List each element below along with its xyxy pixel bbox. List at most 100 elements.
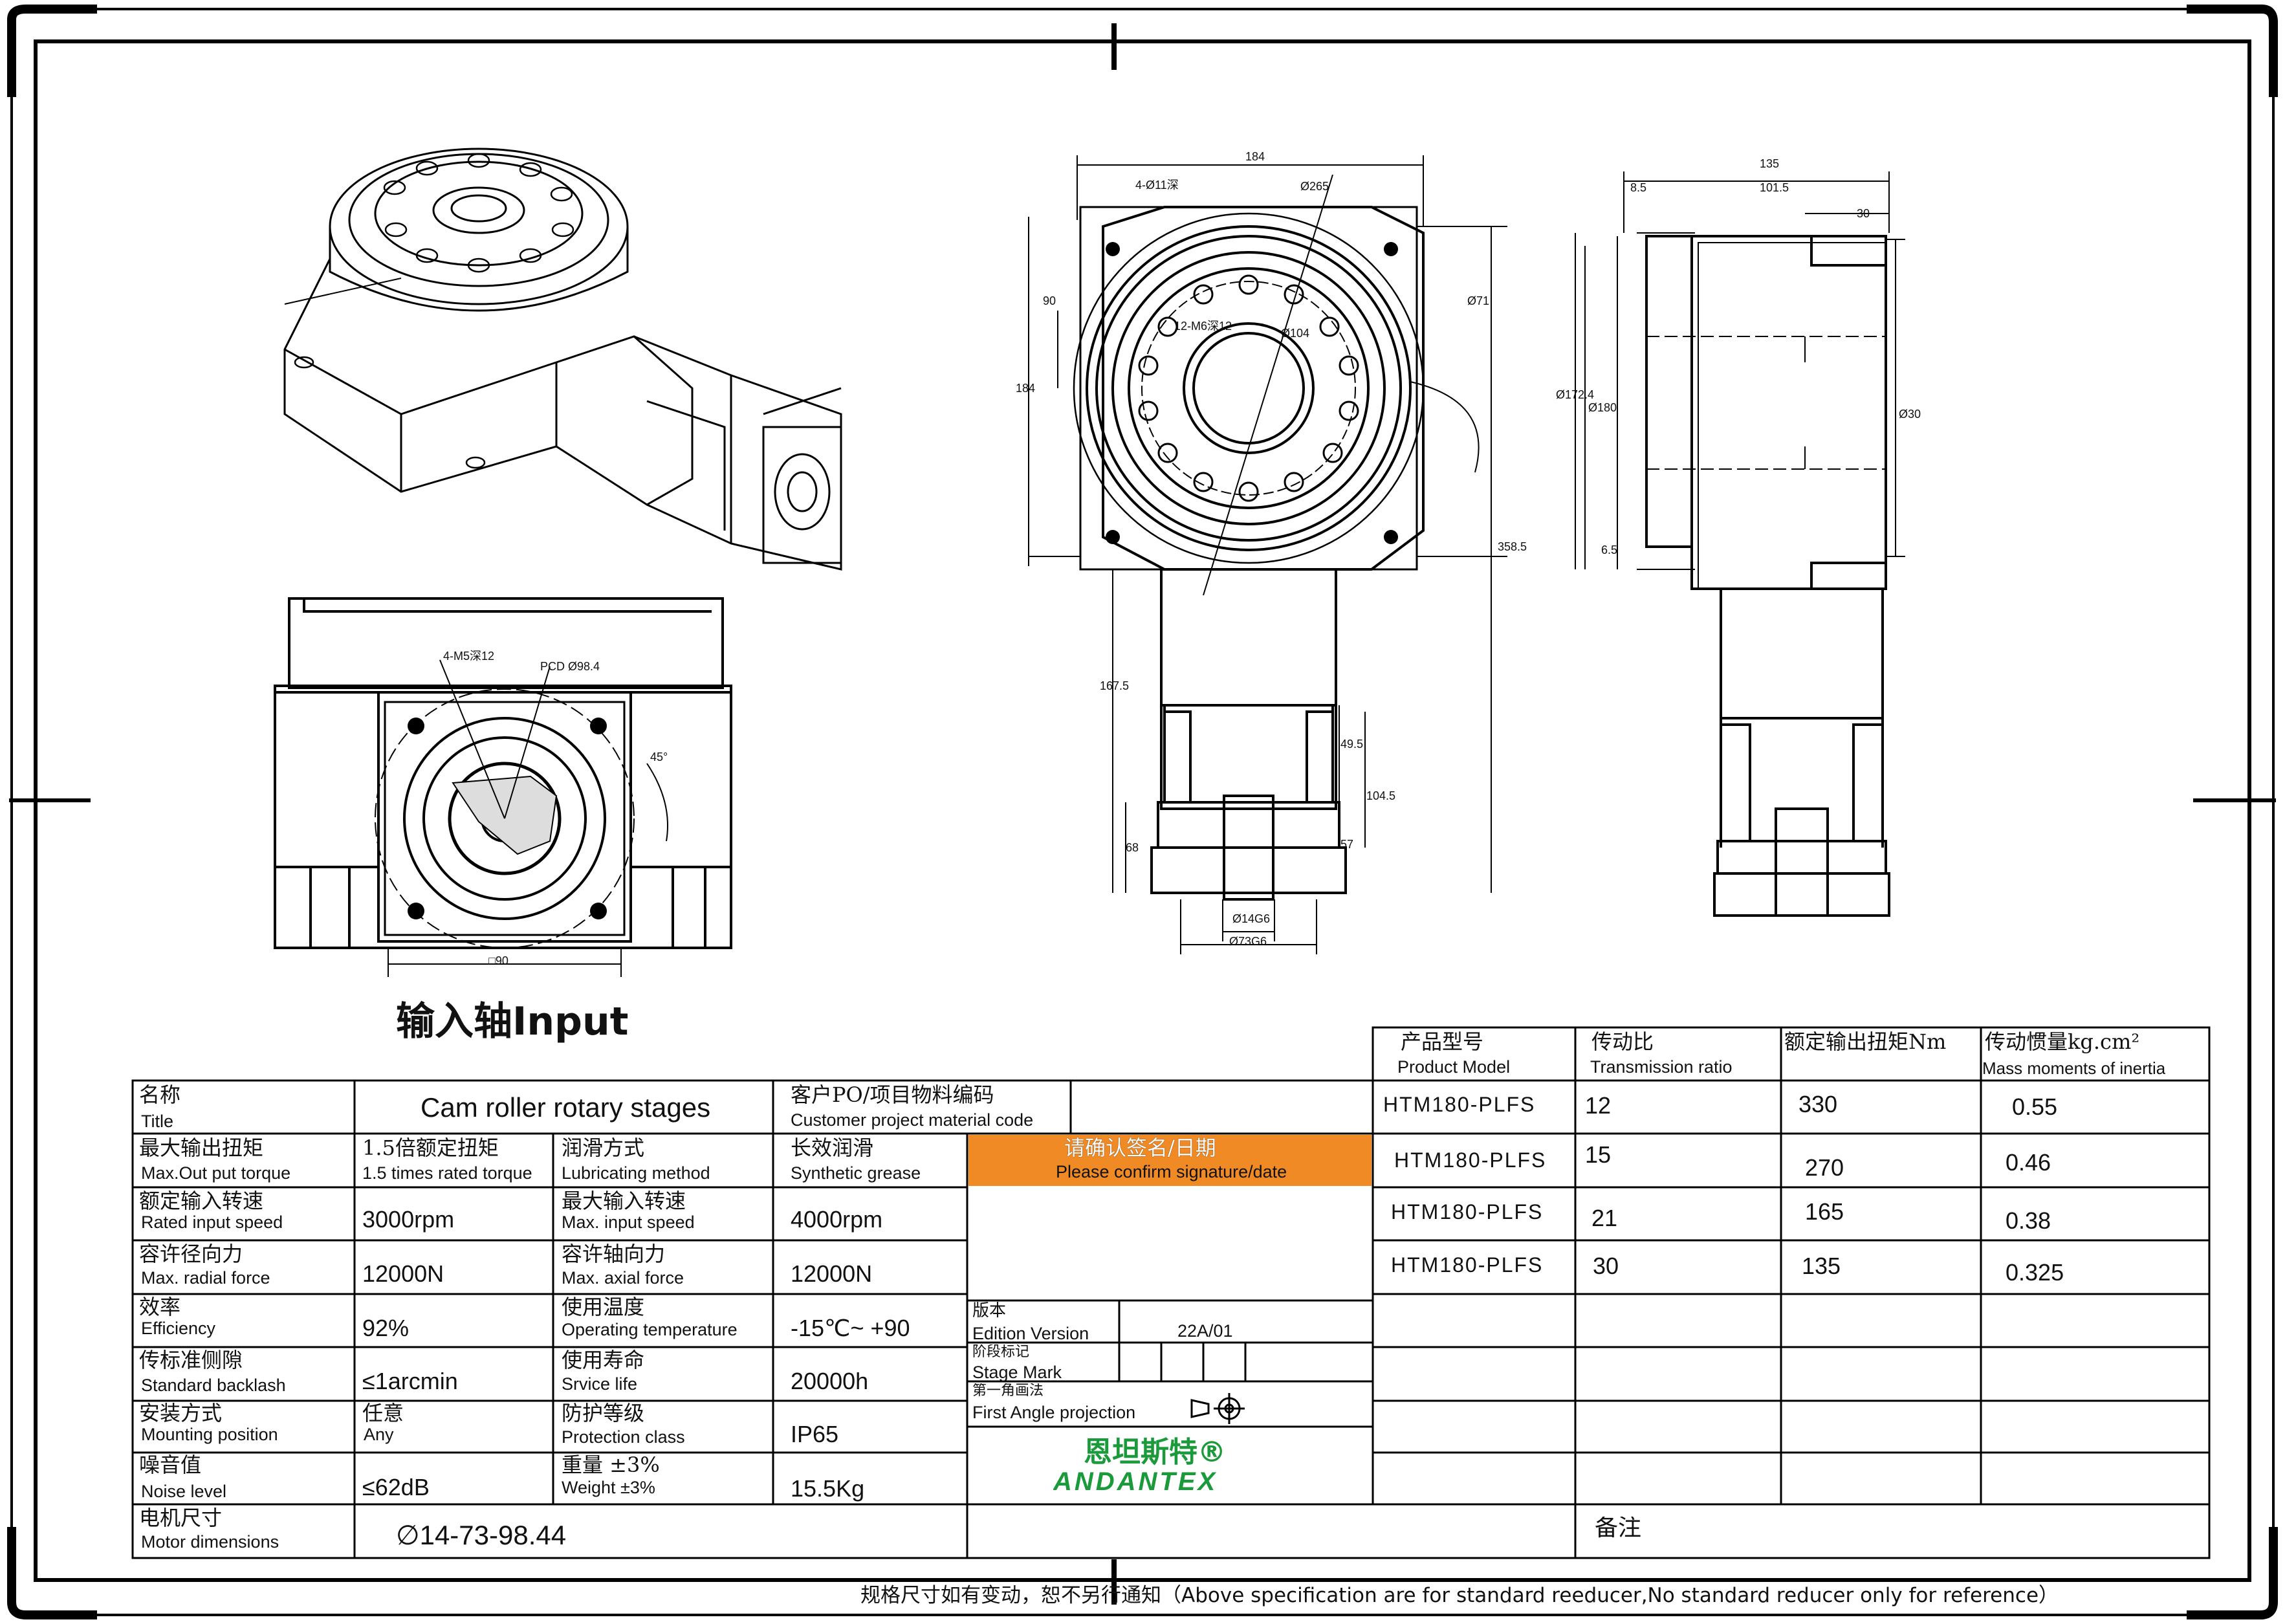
model-row-4: HTM180-PLFS xyxy=(1391,1255,1544,1275)
lubricating-val-en: Synthetic grease xyxy=(791,1163,921,1183)
service-life-val: 20000h xyxy=(791,1368,869,1394)
weight-en: Weight ±3% xyxy=(562,1478,655,1497)
dim-side-f: Ø180 xyxy=(1588,401,1617,414)
max-torque-val-en: 1.5 times rated torque xyxy=(362,1163,532,1183)
confirm-signature-box xyxy=(968,1135,1372,1186)
po-en: Customer project material code xyxy=(791,1110,1034,1130)
max-speed-en: Max. input speed xyxy=(562,1213,695,1232)
backlash-val: ≤1arcmin xyxy=(362,1368,458,1394)
inertia-row-2: 0.46 xyxy=(2006,1149,2051,1176)
dim-front-h1: 90 xyxy=(1043,294,1056,307)
service-life-zh: 使用寿命 xyxy=(562,1348,645,1372)
lubricating-en: Lubricating method xyxy=(562,1163,710,1183)
weight-val: 15.5Kg xyxy=(791,1475,865,1502)
protection-zh: 防护等级 xyxy=(562,1401,645,1425)
motor-zh: 电机尺寸 xyxy=(139,1506,223,1530)
version-en: Edition Version xyxy=(972,1324,1089,1343)
efficiency-en: Efficiency xyxy=(141,1319,216,1338)
hdr-model-en: Product Model xyxy=(1397,1057,1511,1077)
temperature-zh: 使用温度 xyxy=(562,1295,645,1319)
hdr-inertia-zh: 传动惯量kg.cm² xyxy=(1985,1030,2140,1053)
dim-front-d2: Ø73G6 xyxy=(1229,935,1267,948)
remark-label: 备注 xyxy=(1595,1517,1642,1540)
dim-angle: 45° xyxy=(650,751,668,763)
dim-front-ring: Ø265 xyxy=(1300,180,1329,193)
mounting-val-en: Any xyxy=(364,1425,394,1444)
radial-force-zh: 容许径向力 xyxy=(139,1242,243,1266)
dim-front-d1: Ø14G6 xyxy=(1232,912,1271,925)
ratio-row-4: 30 xyxy=(1593,1253,1619,1279)
efficiency-zh: 效率 xyxy=(139,1295,181,1319)
footer-note: 规格尺寸如有变动，恕不另行通知（Above specification are … xyxy=(860,1584,2059,1607)
dim-side-b: 101.5 xyxy=(1760,181,1789,194)
inertia-row-3: 0.38 xyxy=(2006,1207,2051,1234)
title-zh: 名称 xyxy=(139,1083,181,1106)
motor-val: ∅14-73-98.44 xyxy=(396,1520,567,1550)
service-life-en: Srvice life xyxy=(562,1374,638,1394)
title-value: Cam roller rotary stages xyxy=(421,1092,711,1123)
max-speed-zh: 最大输入转速 xyxy=(562,1189,686,1213)
version-val: 22A/01 xyxy=(1177,1321,1233,1341)
noise-zh: 噪音值 xyxy=(139,1453,202,1476)
inertia-row-4: 0.325 xyxy=(2006,1259,2064,1286)
dim-pcd: PCD Ø98.4 xyxy=(540,660,600,673)
torque-row-3: 165 xyxy=(1805,1198,1844,1225)
max-torque-zh: 最大输出扭矩 xyxy=(139,1136,264,1159)
axial-force-zh: 容许轴向力 xyxy=(562,1242,666,1266)
weight-zh: 重量 ±3% xyxy=(562,1453,660,1476)
drawing-caption: 输入轴Input xyxy=(396,999,629,1044)
model-row-2: HTM180-PLFS xyxy=(1394,1150,1547,1170)
temperature-val: -15℃~ +90 xyxy=(791,1315,910,1341)
dim-front-l1: 167.5 xyxy=(1100,679,1130,692)
dim-side-h: Ø30 xyxy=(1899,408,1921,421)
dim-front-l2: 49.5 xyxy=(1340,738,1364,751)
hdr-torque-zh: 额定输出扭矩Nm xyxy=(1784,1030,1947,1053)
dim-front-pcd2: 12-M6深12 xyxy=(1174,320,1232,333)
po-zh: 客户PO/项目物料编码 xyxy=(791,1083,994,1106)
rated-speed-val: 3000rpm xyxy=(362,1206,455,1233)
title-en: Title xyxy=(141,1112,174,1131)
ratio-row-2: 15 xyxy=(1585,1141,1612,1168)
motor-en: Motor dimensions xyxy=(141,1532,279,1552)
dim-side-a: 135 xyxy=(1760,157,1780,170)
dim-front-pcd3: Ø104 xyxy=(1281,327,1310,340)
inertia-row-1: 0.55 xyxy=(2012,1093,2058,1120)
torque-row-2: 270 xyxy=(1805,1154,1844,1181)
rated-speed-en: Rated input speed xyxy=(141,1213,283,1232)
lubricating-zh: 润滑方式 xyxy=(562,1136,645,1159)
model-row-3: HTM180-PLFS xyxy=(1391,1202,1544,1222)
dim-front-holes: 4-Ø11深 xyxy=(1135,179,1179,192)
max-torque-en: Max.Out put torque xyxy=(141,1163,291,1183)
first-angle-projection-icon xyxy=(1190,1393,1245,1424)
dim-side-i: 6.5 xyxy=(1601,543,1618,556)
stage-en: Stage Mark xyxy=(972,1363,1062,1382)
confirm-en: Please confirm signature/date xyxy=(1056,1162,1287,1181)
dim-front-total: 358.5 xyxy=(1498,540,1527,553)
confirm-zh: 请确认签名/日期 xyxy=(1064,1136,1216,1159)
max-speed-val: 4000rpm xyxy=(791,1206,883,1233)
efficiency-val: 92% xyxy=(362,1315,410,1341)
hdr-ratio-en: Transmission ratio xyxy=(1590,1057,1733,1077)
hdr-model-zh: 产品型号 xyxy=(1401,1030,1484,1053)
dim-square: □90 xyxy=(488,954,508,967)
mounting-zh: 安装方式 xyxy=(139,1401,223,1425)
backlash-en: Standard backlash xyxy=(141,1376,286,1395)
company-logo-zh: 恩坦斯特® xyxy=(1084,1436,1226,1469)
ratio-row-1: 12 xyxy=(1585,1092,1612,1119)
version-zh: 版本 xyxy=(972,1302,1007,1320)
dim-front-l4: 68 xyxy=(1126,841,1139,854)
torque-row-1: 330 xyxy=(1798,1091,1838,1117)
noise-val: ≤62dB xyxy=(362,1474,430,1500)
noise-en: Noise level xyxy=(141,1482,227,1501)
protection-en: Protection class xyxy=(562,1427,685,1447)
mounting-val-zh: 任意 xyxy=(362,1401,404,1425)
dim-front-r: Ø71 xyxy=(1467,294,1490,307)
dim-side-d: 30 xyxy=(1857,207,1870,220)
hdr-inertia-en: Mass moments of inertia xyxy=(1982,1059,2166,1078)
backlash-zh: 传标准侧隙 xyxy=(139,1348,243,1372)
lubricating-val-zh: 长效润滑 xyxy=(791,1136,874,1159)
radial-force-val: 12000N xyxy=(362,1260,444,1287)
axial-force-en: Max. axial force xyxy=(562,1268,684,1288)
